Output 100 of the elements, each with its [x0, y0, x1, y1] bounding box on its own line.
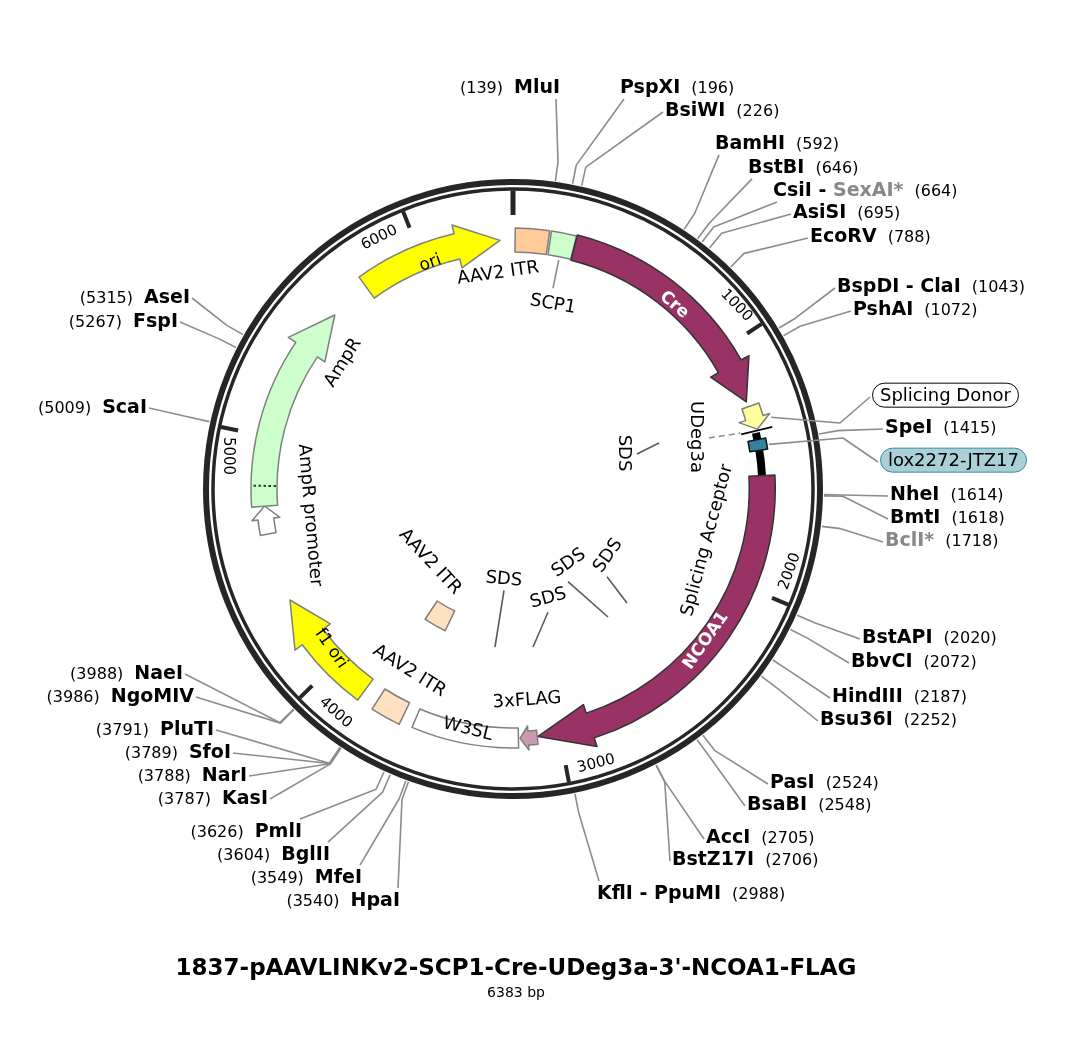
leader-line [818, 428, 884, 435]
enzyme-name: AseI [144, 286, 190, 308]
leader-line [327, 773, 391, 843]
leader-line [696, 738, 746, 807]
enzyme-name: MluI [514, 76, 560, 98]
site-position: (3549) [250, 869, 304, 888]
plasmid-length: 6383 bp [487, 985, 545, 1001]
site-position: (664) [914, 182, 958, 201]
feature-label: SDS [615, 434, 635, 472]
enzyme-name: NheI [890, 483, 940, 505]
site-position: (226) [736, 102, 780, 121]
enzyme-name: BbvCI [851, 650, 913, 672]
leader-line [148, 407, 211, 423]
enzyme-name: KflI - PpuMI [597, 882, 722, 904]
feature-tag: Splicing Donor [872, 382, 1019, 408]
leader-line [823, 493, 889, 497]
enzyme-name: BmtI [890, 506, 941, 528]
site-position: (2706) [765, 851, 819, 870]
site-position: (788) [887, 228, 931, 247]
site-position: (2988) [732, 885, 786, 904]
leader-line [567, 580, 609, 618]
site-position: (3787) [157, 790, 212, 809]
feature-label: SCP1 [528, 289, 578, 317]
site-position: (3604) [217, 846, 271, 865]
plasmid-name: 1837-pAAVLINKv2-SCP1-Cre-UDeg3a-3'-NCOA1-FLAG [175, 955, 857, 981]
enzyme-name: BsaBI [747, 793, 808, 815]
site-position: (2705) [761, 829, 815, 848]
feature-label: W3SL [441, 712, 495, 744]
feature-label: 3xFLAG [491, 686, 562, 712]
enzyme-name: ScaI [102, 396, 147, 418]
site-position: (1415) [943, 419, 997, 438]
site-position: (2252) [903, 711, 958, 730]
leader-line [770, 396, 871, 424]
site-position: (3986) [46, 688, 100, 707]
enzyme-name: CsiI - SexAI* [773, 179, 904, 201]
tick-label: 6000 [358, 221, 400, 253]
leader-line [299, 771, 385, 820]
enzyme-name: PshAI [853, 298, 914, 320]
tick-label: 3000 [575, 750, 617, 776]
tick-label: 2000 [774, 550, 804, 592]
site-position: (1043) [971, 278, 1025, 297]
feature-label: AAV2 ITR [455, 256, 541, 288]
leader-line [269, 747, 342, 800]
leader-line [702, 734, 769, 785]
site-position: (3791) [95, 721, 149, 740]
feature-tag: lox2272-JTZ17 [880, 447, 1027, 473]
site-position: (3540) [286, 892, 340, 911]
site-position: (2020) [943, 629, 997, 648]
enzyme-name: FspI [133, 310, 178, 332]
leader-line [532, 611, 549, 648]
enzyme-name: HindIII [832, 685, 903, 707]
leader-line [696, 178, 753, 240]
enzyme-name: BsiWI [665, 99, 726, 121]
site-position: (1614) [950, 486, 1004, 505]
enzyme-name: BstZ17I [672, 848, 755, 870]
leader-line [580, 111, 664, 187]
leader-line [552, 259, 560, 290]
enzyme-name: BglII [281, 843, 330, 865]
feature-label: SDS [484, 566, 524, 590]
leader-line [554, 98, 559, 182]
leader-line [184, 673, 295, 724]
leader-line [215, 729, 341, 764]
leader-line [191, 297, 244, 336]
leader-line [760, 675, 819, 722]
site-position: (2524) [825, 774, 879, 793]
enzyme-name: PasI [770, 771, 815, 793]
leader-line [606, 575, 628, 604]
enzyme-name: BclI* [885, 529, 935, 551]
enzyme-name: AccI [706, 826, 751, 848]
site-position: (3988) [70, 665, 124, 684]
leader-line [571, 98, 625, 185]
site-position: (1718) [945, 532, 999, 551]
feature-label: SDS [527, 582, 569, 612]
enzyme-name: EcoRV [810, 225, 877, 247]
leader-line [683, 154, 720, 231]
site-position: (5315) [79, 289, 133, 308]
site-position: (2548) [818, 796, 872, 815]
enzyme-name: KasI [222, 787, 268, 809]
site-position: (1072) [924, 301, 978, 320]
site-position: (695) [857, 204, 901, 223]
site-position: (592) [796, 135, 840, 154]
feature-label: SDS [547, 543, 589, 581]
site-position: (139) [459, 79, 503, 98]
enzyme-name: BstAPI [862, 626, 933, 648]
leader-line [729, 237, 809, 268]
leader-line [701, 201, 778, 243]
leader-line [494, 589, 505, 648]
enzyme-name: BamHI [715, 132, 786, 154]
leader-line [782, 310, 852, 337]
enzyme-name: PspXI [620, 76, 681, 98]
leader-line [789, 628, 850, 664]
site-position: (196) [691, 79, 735, 98]
enzyme-name: HpaI [350, 889, 400, 911]
feature-label: Cre [656, 286, 694, 322]
leader-line [778, 287, 836, 329]
enzyme-name: PmlI [254, 820, 302, 842]
enzyme-name: NgoMIV [110, 685, 194, 707]
leader-line [179, 321, 237, 349]
leader-line [359, 780, 407, 866]
leader-line [708, 432, 742, 439]
